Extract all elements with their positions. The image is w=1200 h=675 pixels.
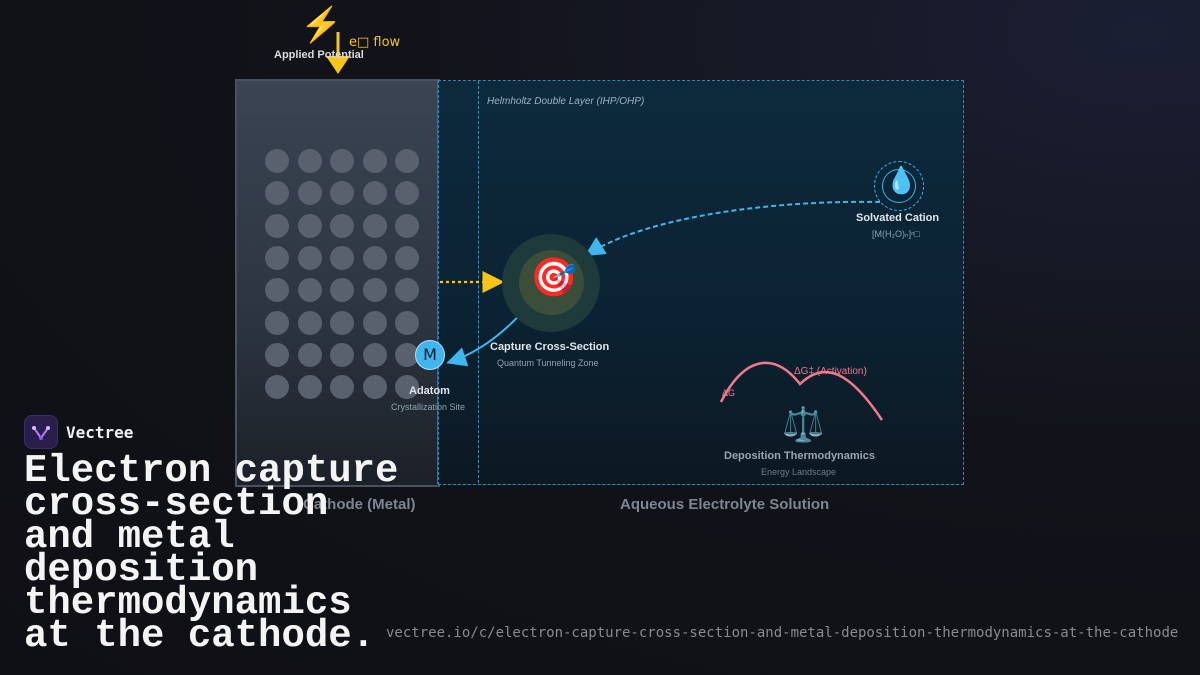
delta-g-label: ΔG: [722, 388, 736, 398]
activation-energy-label: ΔG‡ (Activation): [794, 366, 867, 377]
double-layer-label: Helmholtz Double Layer (IHP/OHP): [487, 96, 645, 107]
metal-atom: [265, 149, 289, 173]
cathode-label: Cathode (Metal): [303, 496, 416, 513]
metal-atom: [330, 342, 354, 367]
thermo-subtitle: Energy Landscape: [761, 467, 837, 477]
adatom-title: Adatom: [409, 385, 450, 397]
electron-flow-label: e□ flow: [349, 35, 401, 50]
metal-atom: [395, 310, 419, 335]
metal-atom: [265, 245, 289, 270]
metal-atom: [362, 245, 387, 270]
metal-atom: [297, 278, 322, 303]
metal-atom: [330, 245, 354, 270]
cation-formula: [M(H₂O)ₙ]ⁿ□: [872, 229, 920, 239]
brand-name: Vectree: [66, 423, 134, 442]
metal-atom: [362, 310, 387, 335]
thermo-title: Deposition Thermodynamics: [724, 450, 875, 462]
cation-inner-ring: [882, 169, 916, 203]
vectree-logo-icon: [24, 415, 58, 449]
metal-atom: [297, 342, 322, 367]
applied-potential-label: Applied Potential: [274, 49, 364, 61]
capture-title: Capture Cross-Section: [490, 341, 610, 353]
metal-atom: [330, 181, 354, 206]
metal-atom: [330, 310, 354, 335]
capture-subtitle: Quantum Tunneling Zone: [497, 358, 599, 368]
metal-atom: [297, 213, 322, 238]
metal-atom: [297, 375, 322, 400]
metal-atom: [395, 213, 419, 238]
adatom-subtitle: Crystallization Site: [391, 402, 466, 412]
headline: Electron capture cross-section and metal…: [24, 449, 399, 658]
metal-atom: [297, 181, 322, 206]
metal-atom: [265, 342, 289, 367]
metal-atom: [362, 149, 387, 173]
metal-atom: [330, 278, 354, 303]
metal-atom: [362, 213, 387, 238]
balance-scale-icon: ⚖️: [782, 405, 825, 445]
metal-atom: [265, 375, 289, 400]
capture-core: [519, 250, 584, 315]
metal-atom: [297, 310, 322, 335]
adatom-node: M: [415, 340, 445, 370]
metal-atom: [395, 245, 419, 270]
metal-atom: [362, 181, 387, 206]
metal-atom: [395, 181, 419, 206]
energy-curve: [719, 361, 884, 421]
metal-atom: [362, 278, 387, 303]
cation-title: Solvated Cation: [856, 212, 940, 224]
metal-atom: [395, 375, 419, 400]
metal-atom: [395, 149, 419, 173]
metal-atom: [330, 149, 354, 173]
metal-atom: [395, 278, 419, 303]
electrolyte-label: Aqueous Electrolyte Solution: [620, 496, 830, 513]
metal-atom: [265, 278, 289, 303]
target-icon: 🎯: [530, 255, 578, 299]
metal-atom: [362, 342, 387, 367]
metal-atom: [297, 149, 322, 173]
cation-path: [584, 200, 881, 257]
metal-atom: [362, 375, 387, 400]
metal-atom: [265, 213, 289, 238]
metal-atom: [330, 375, 354, 400]
metal-atom: [265, 181, 289, 206]
metal-atom: [330, 213, 354, 238]
page-url: vectree.io/c/electron-capture-cross-sect…: [386, 625, 1179, 641]
cation-solvation-shell: [874, 161, 924, 211]
metal-atom: [265, 310, 289, 335]
electron-flow-arrowhead: [326, 56, 350, 74]
lightning-bolt-icon: ⚡: [300, 6, 343, 44]
water-drop-icon: 💧: [885, 166, 918, 196]
cathode-block: [235, 79, 440, 487]
metal-atom: [297, 245, 322, 270]
